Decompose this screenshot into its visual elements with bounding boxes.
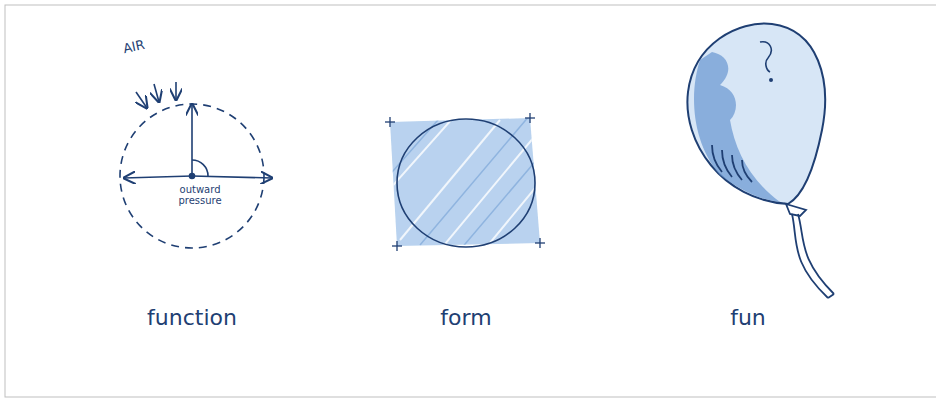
form-sketch	[380, 110, 550, 255]
fun-sketch	[687, 24, 834, 298]
caption-form: form	[440, 306, 491, 330]
frame	[5, 5, 936, 397]
function-sketch	[120, 82, 272, 248]
air-label: AIR	[122, 38, 146, 57]
caption-function: function	[147, 306, 237, 330]
pressure-label: outward pressure	[169, 184, 231, 206]
caption-fun: fun	[730, 306, 766, 330]
